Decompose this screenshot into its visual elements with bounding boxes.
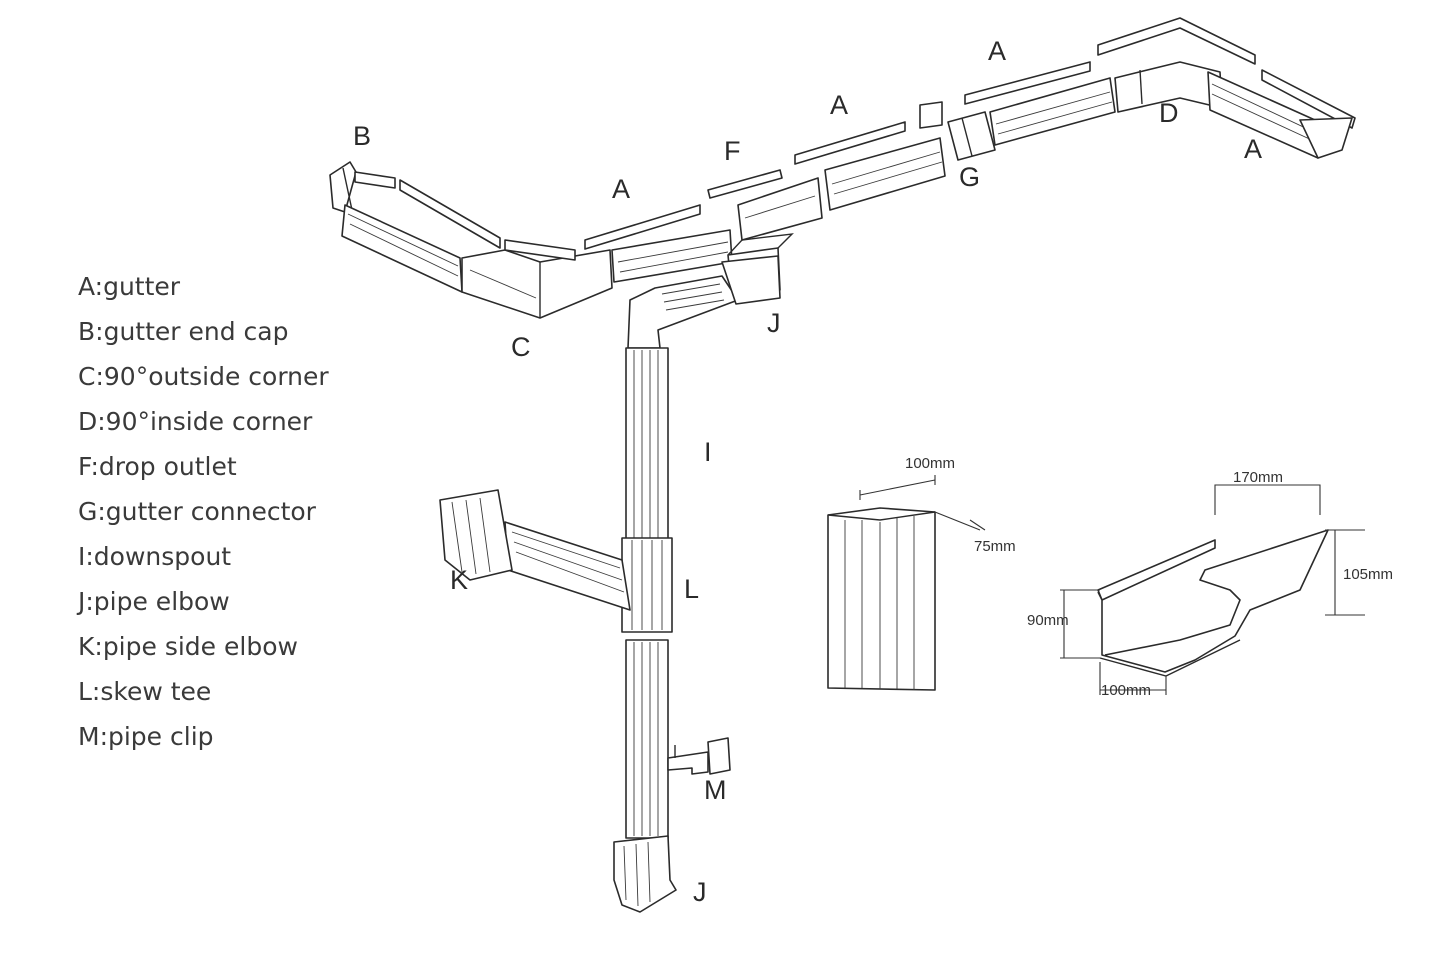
label-g: G xyxy=(959,162,980,192)
label-f: F xyxy=(724,136,741,166)
label-m: M xyxy=(704,775,727,805)
dim-downspout-width: 100mm xyxy=(905,455,955,472)
pipe-clip xyxy=(667,737,731,775)
parts-legend: A:gutter B:gutter end cap C:90°outside c… xyxy=(78,268,329,763)
dim-gutter-top-width: 170mm xyxy=(1233,469,1283,486)
gutter-profile-detail xyxy=(1060,484,1365,695)
skew-tee-and-side-elbow xyxy=(439,489,673,839)
gutter-right-run xyxy=(964,17,1356,159)
legend-item-l: L:skew tee xyxy=(78,677,212,706)
label-k: K xyxy=(450,565,468,595)
legend-item-b: B:gutter end cap xyxy=(78,317,289,346)
legend-item-i: I:downspout xyxy=(78,542,232,571)
legend-item-g: G:gutter connector xyxy=(78,497,316,526)
label-c: C xyxy=(511,332,531,362)
legend-item-d: D:90°inside corner xyxy=(78,407,313,436)
legend-item-k: K:pipe side elbow xyxy=(78,632,298,661)
label-a-1: A xyxy=(612,174,630,204)
dim-gutter-height: 105mm xyxy=(1343,566,1393,583)
label-a-2: A xyxy=(830,90,848,120)
label-j-top: J xyxy=(767,308,781,338)
label-j-bottom: J xyxy=(693,877,707,907)
label-a-4: A xyxy=(1244,134,1262,164)
dim-downspout-depth: 75mm xyxy=(974,538,1016,555)
bottom-elbow xyxy=(613,835,677,913)
label-d: D xyxy=(1159,98,1179,128)
dim-gutter-bottom-width: 100mm xyxy=(1101,682,1151,699)
top-elbow-and-downspout xyxy=(625,255,781,541)
gutter-middle-run xyxy=(794,101,996,211)
gutter-left-wing xyxy=(329,161,613,319)
legend-item-j: J:pipe elbow xyxy=(78,587,230,616)
label-b: B xyxy=(353,121,371,151)
legend-item-m: M:pipe clip xyxy=(78,722,214,751)
label-i: I xyxy=(704,437,712,467)
label-a-3: A xyxy=(988,36,1006,66)
legend-item-a: A:gutter xyxy=(78,272,181,301)
legend-item-f: F:drop outlet xyxy=(78,452,237,481)
label-l: L xyxy=(684,574,699,604)
legend-item-c: C:90°outside corner xyxy=(78,362,329,391)
dim-gutter-back-height: 90mm xyxy=(1027,612,1069,629)
downspout-section-detail xyxy=(827,475,986,691)
